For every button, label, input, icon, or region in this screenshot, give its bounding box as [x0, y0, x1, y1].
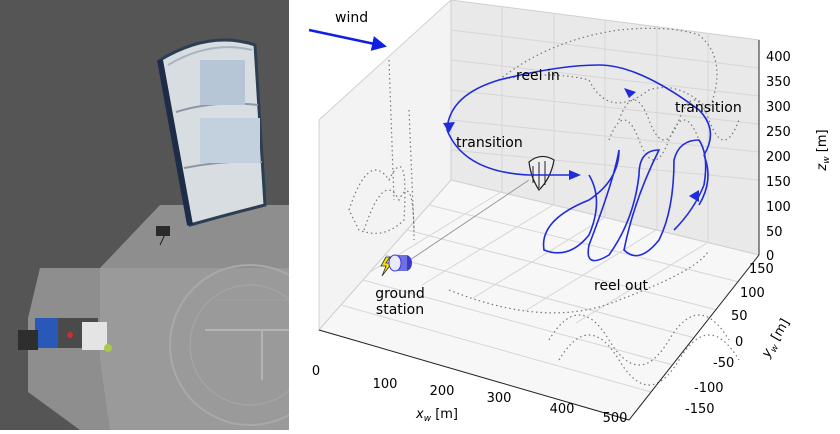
y-tick: 150 [749, 262, 774, 277]
z-tick: 350 [766, 75, 791, 90]
z-tick: 100 [766, 200, 791, 215]
ground-station-label-line2: station [376, 302, 424, 318]
aerial-photo [0, 0, 289, 430]
z-tick: 400 [766, 50, 791, 65]
z-axis: 0 50 100 150 200 250 300 350 400 zw [m] [758, 40, 832, 264]
z-axis-label: zw [m] [815, 129, 832, 171]
x-axis: 0 100 200 300 400 500 xw [m] [312, 329, 630, 426]
y-tick: 0 [735, 335, 743, 350]
y-tick: 100 [740, 286, 765, 301]
flight-path [446, 64, 712, 262]
z-tick: 250 [766, 125, 791, 140]
y-tick: -100 [694, 381, 724, 396]
annotation-reel-out: reel out [594, 278, 648, 294]
trajectory-arrows [443, 88, 699, 202]
wind-indicator: wind [308, 10, 387, 51]
z-tick: 0 [766, 249, 774, 264]
x-tick: 400 [550, 402, 575, 417]
x-tick: 0 [312, 364, 320, 379]
trajectory-diagram: wind ground station reel in transition t… [289, 0, 840, 430]
y-tick: 50 [731, 309, 748, 324]
z-tick: 200 [766, 150, 791, 165]
x-axis-label: xw [m] [415, 407, 458, 424]
x-tick: 300 [487, 391, 512, 406]
annotation-reel-in: reel in [516, 68, 560, 84]
ground-station: ground station [375, 254, 425, 318]
axes-panes [318, 0, 760, 421]
x-tick: 500 [603, 411, 628, 426]
trajectory-projections [348, 27, 740, 386]
y-tick: -150 [685, 402, 715, 417]
y-tick: -50 [713, 356, 734, 371]
tether-line [406, 179, 530, 263]
z-tick: 50 [766, 225, 783, 240]
z-tick: 150 [766, 175, 791, 190]
annotation-transition-right: transition [675, 100, 742, 116]
y-axis-label: yw [m] [758, 316, 794, 362]
ground-station-label-line1: ground [375, 286, 425, 302]
z-tick: 300 [766, 100, 791, 115]
x-tick: 100 [373, 377, 398, 392]
wind-label: wind [335, 10, 368, 26]
annotation-transition-left: transition [456, 135, 523, 151]
lightning-icon [380, 256, 393, 277]
x-tick: 200 [430, 384, 455, 399]
